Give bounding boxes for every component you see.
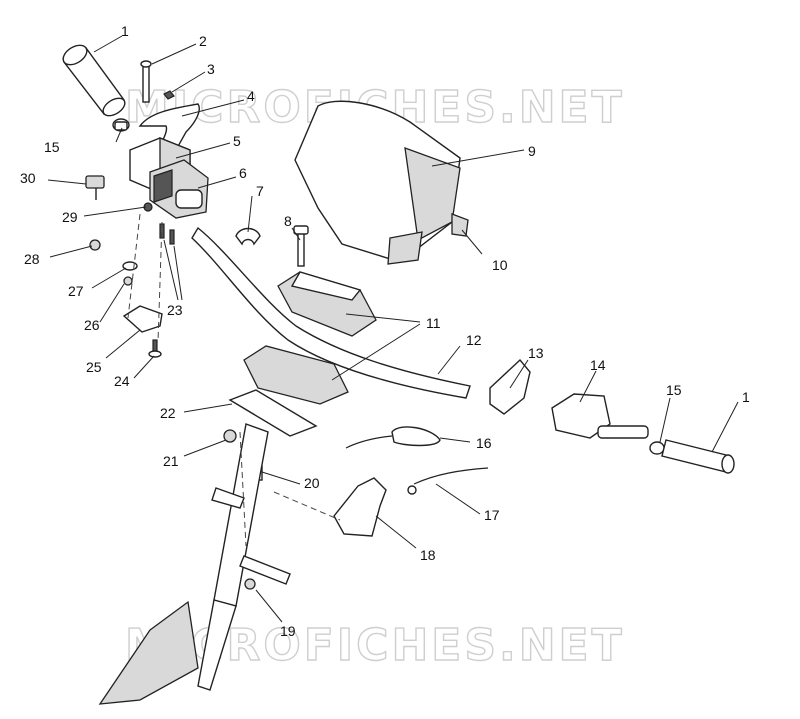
sleeve (239, 555, 291, 590)
callout-13: 13 (528, 345, 544, 361)
callout-30: 30 (20, 170, 36, 186)
callout-19: 19 (280, 623, 296, 639)
handlebar (191, 226, 471, 399)
callout-8: 8 (284, 213, 292, 229)
callout-16: 16 (476, 435, 492, 451)
callout-11: 11 (426, 315, 441, 331)
pod-cover (294, 100, 461, 265)
callout-23: 23 (167, 302, 183, 318)
callout-2: 2 (199, 33, 207, 49)
callout-12: 12 (466, 332, 482, 348)
mount-bracket (333, 477, 387, 537)
leader-lines (47, 35, 739, 623)
callout-15-right: 15 (666, 382, 682, 398)
switch-housing (149, 159, 209, 219)
callout-15-left: 15 (44, 139, 60, 155)
callout-26: 26 (84, 317, 100, 333)
left-grip (62, 44, 126, 117)
clip (163, 90, 175, 100)
callout-3: 3 (207, 61, 215, 77)
callout-14: 14 (590, 357, 606, 373)
callout-6: 6 (239, 165, 247, 181)
callout-17: 17 (484, 507, 500, 523)
steering-plate (228, 389, 318, 437)
callout-numbers: 1 2 3 4 5 6 7 8 9 10 11 12 13 14 15 15 1… (20, 23, 750, 639)
assembly-lines (127, 213, 341, 547)
right-grip (661, 439, 735, 474)
lanyard (407, 467, 489, 495)
callout-20: 20 (304, 475, 320, 491)
callout-28: 28 (24, 251, 40, 267)
callout-18: 18 (420, 547, 436, 563)
nut-26 (123, 276, 133, 286)
callout-27: 27 (68, 283, 84, 299)
callout-5: 5 (233, 133, 241, 149)
callout-21: 21 (163, 453, 179, 469)
right-end-plug (649, 441, 665, 455)
master-cylinder (551, 393, 649, 439)
clamp-ring (235, 227, 261, 246)
callout-24: 24 (114, 373, 130, 389)
bolt-8 (293, 225, 309, 267)
callout-4: 4 (247, 88, 255, 104)
pod-side-panel (451, 213, 469, 237)
callout-22: 22 (160, 405, 176, 421)
nut-28 (89, 239, 101, 251)
lower-clamp (243, 345, 349, 405)
callout-7: 7 (256, 183, 264, 199)
callout-1-left: 1 (121, 23, 129, 39)
callout-1-right: 1 (742, 389, 750, 405)
coil-wire (345, 426, 441, 449)
upper-clamp (277, 271, 377, 337)
screw-24 (148, 339, 162, 358)
callout-25: 25 (86, 359, 102, 375)
callout-29: 29 (62, 209, 78, 225)
callout-10: 10 (492, 257, 508, 273)
clamp-plate (122, 305, 163, 333)
callout-9: 9 (528, 143, 536, 159)
connector (85, 175, 105, 200)
watermark-bottom: MICROFICHES.NET (125, 620, 625, 671)
nut-21 (223, 429, 237, 443)
steering-post (98, 423, 269, 705)
pin (140, 60, 152, 103)
brake-lever-bracket (489, 358, 531, 415)
